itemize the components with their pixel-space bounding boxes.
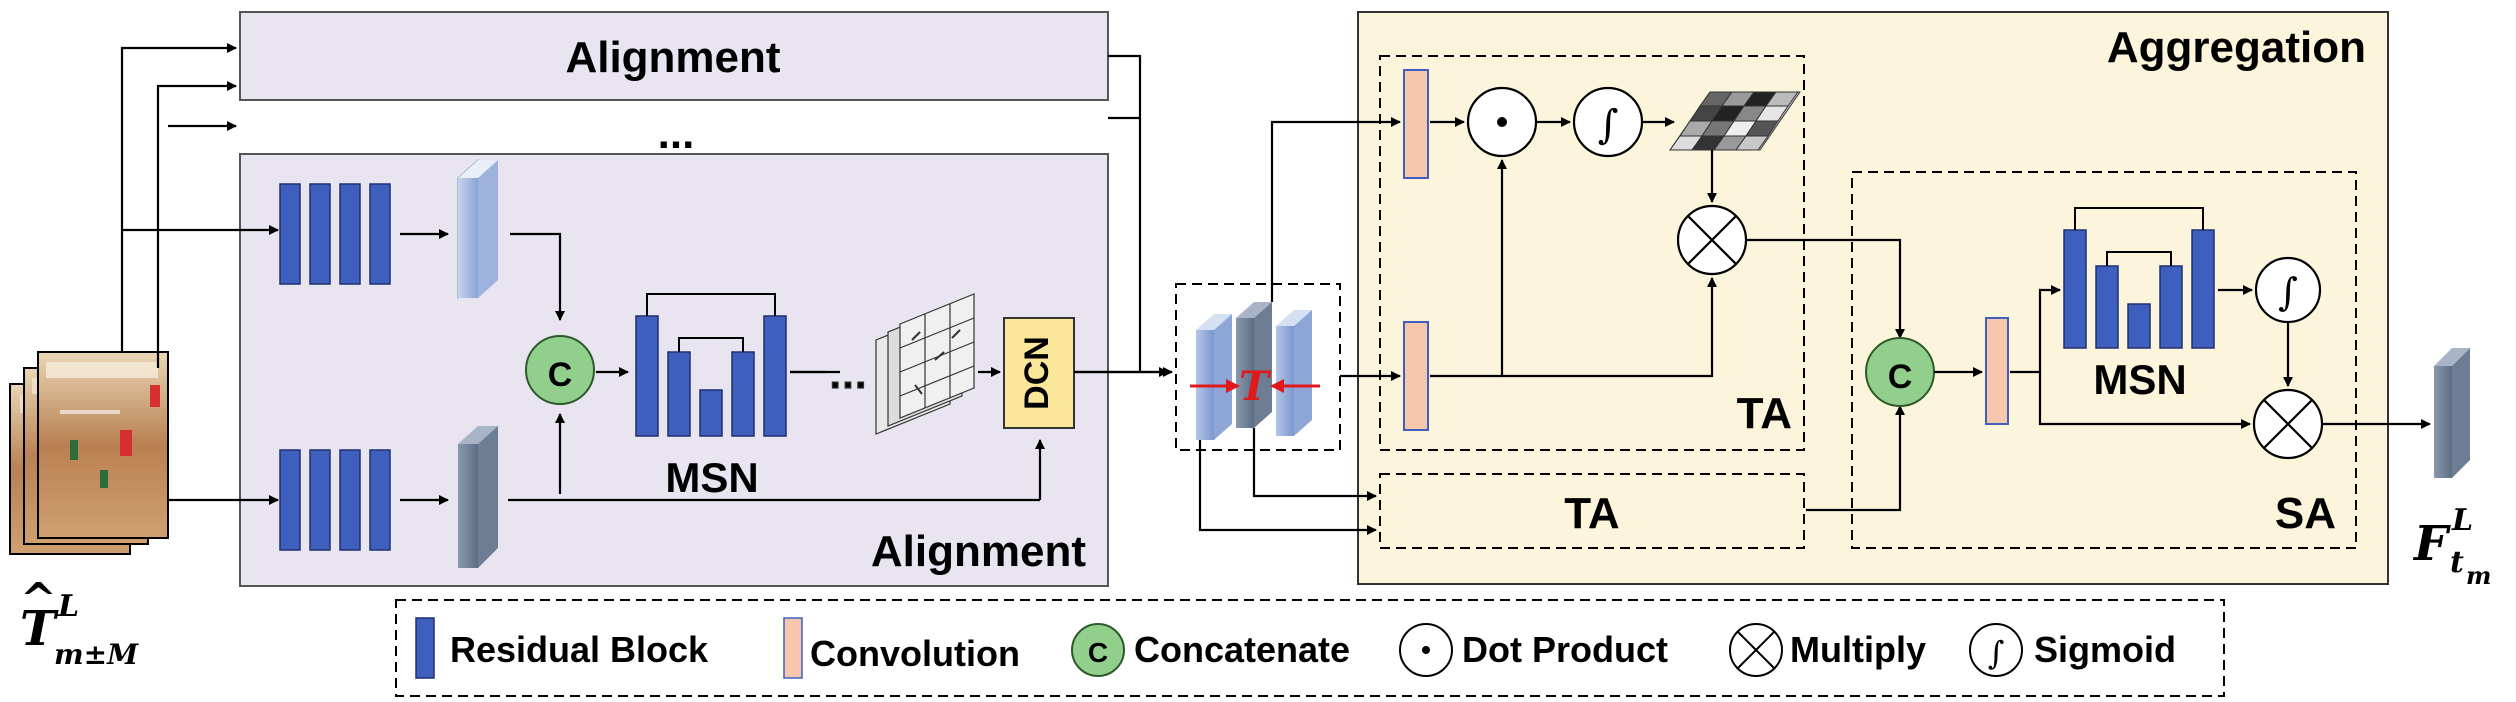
multiply-node-sa	[2252, 388, 2324, 460]
svg-text:MSN: MSN	[2093, 356, 2186, 403]
residual-block	[309, 183, 331, 285]
svg-text:L: L	[2451, 503, 2473, 538]
legend-sigmoid-label: Sigmoid	[2034, 629, 2176, 670]
output-variable: F L t m	[2412, 503, 2491, 590]
feature-map-top	[457, 158, 498, 300]
input-connectors	[120, 43, 279, 505]
sigmoid-node-ta: ∫	[1572, 86, 1644, 158]
input-frames	[9, 351, 169, 555]
svg-text:C: C	[1088, 637, 1108, 668]
sigmoid-node-sa: ∫	[2254, 256, 2322, 324]
concatenate-node-aggregation: C	[1865, 337, 1935, 407]
legend-conv-label: Convolution	[810, 633, 1020, 674]
alignment-top-box	[239, 11, 1109, 101]
dcn-block: DCN	[1003, 317, 1075, 429]
legend-residual-label: Residual Block	[450, 629, 709, 670]
legend-conv-icon	[783, 617, 803, 679]
sa-arrows	[1934, 285, 2431, 429]
dot-product-node	[1466, 86, 1538, 158]
input-variable: T ^ L m±M	[20, 574, 139, 671]
legend-concat-label: Concatenate	[1134, 629, 1350, 670]
t-stack-box	[1175, 283, 1341, 451]
residual-block	[279, 449, 301, 551]
svg-text:∫: ∫	[2278, 270, 2298, 314]
svg-text:∫: ∫	[1598, 102, 1619, 148]
residual-block	[369, 449, 391, 551]
sa-label: SA	[2275, 489, 2336, 538]
residual-group-bottom	[279, 449, 391, 551]
svg-text:C: C	[548, 356, 573, 394]
legend-residual-icon	[415, 617, 435, 679]
sa-box	[1851, 171, 2357, 549]
alignment-top-label: Alignment	[565, 33, 780, 82]
legend-multiply-label: Multiply	[1790, 629, 1926, 670]
feature-map-bottom	[458, 426, 498, 568]
legend-concat-icon	[1071, 623, 1125, 677]
aggregation-label: Aggregation	[2107, 23, 2366, 72]
ta-upper-label: TA	[1737, 389, 1792, 438]
ta-conv-bottom	[1403, 321, 1429, 431]
legend-sigmoid-icon	[1969, 623, 2023, 677]
offset-grid-icon: …	[827, 293, 975, 435]
legend-box	[395, 599, 2225, 697]
svg-text:L: L	[57, 589, 79, 624]
ta-lower-box	[1379, 473, 1805, 549]
svg-text:F: F	[2412, 516, 2451, 572]
sa-conv	[1985, 317, 2009, 425]
ta-upper-box	[1379, 55, 1805, 451]
svg-text:t: t	[2450, 545, 2464, 580]
legend-dot-label: Dot Product	[1462, 629, 1668, 670]
alignment-main-label: Alignment	[871, 527, 1086, 576]
legend: Residual Block Convolution C Concatenate…	[415, 617, 2176, 679]
svg-text:DCN: DCN	[1018, 336, 1056, 410]
ellipsis-label: ...	[658, 109, 695, 158]
t-glyph: T	[1239, 363, 1272, 410]
svg-text:C: C	[1888, 358, 1913, 396]
residual-block	[309, 449, 331, 551]
residual-group-top	[279, 183, 391, 285]
residual-block	[279, 183, 301, 285]
svg-text:MSN: MSN	[665, 454, 758, 501]
multiply-node-ta	[1676, 204, 1748, 276]
svg-text:…: …	[828, 353, 868, 397]
attention-matrix-icon	[1669, 91, 1801, 151]
msn-alignment: MSN	[635, 293, 787, 501]
svg-text:^: ^	[20, 574, 57, 625]
ta-lower-label: TA	[1564, 489, 1619, 538]
output-feature-map	[2434, 348, 2470, 478]
residual-block	[339, 449, 361, 551]
svg-text:m: m	[2466, 561, 2491, 590]
residual-block	[339, 183, 361, 285]
ta-arrows	[1198, 117, 1905, 535]
t-stack-feature-maps	[1196, 302, 1312, 440]
residual-block	[369, 183, 391, 285]
concatenate-node-alignment: C	[525, 335, 595, 405]
ta-conv-top	[1403, 69, 1429, 179]
svg-text:T: T	[20, 601, 59, 657]
alignment-arrows	[400, 54, 1169, 505]
svg-text:m±M: m±M	[54, 638, 139, 671]
msn-sa: MSN	[2063, 207, 2215, 403]
svg-text:∫: ∫	[1988, 634, 2005, 672]
